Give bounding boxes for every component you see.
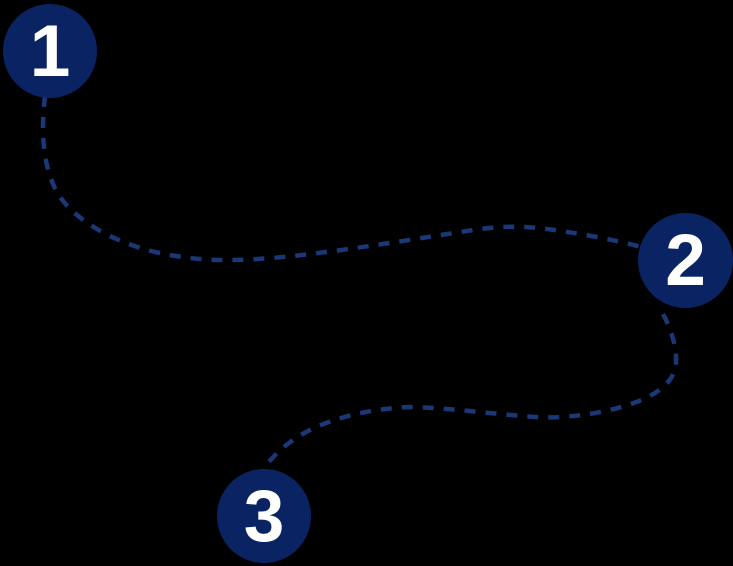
step-marker-3: 3 <box>217 469 311 563</box>
step-number-3: 3 <box>243 475 285 557</box>
step-number-2: 2 <box>665 220 706 301</box>
step-marker-1: 1 <box>3 4 97 98</box>
route-segment-step2-to-step3 <box>266 312 679 465</box>
step-number-1: 1 <box>29 10 71 92</box>
route-segment-step1-to-step2 <box>40 95 642 263</box>
step-marker-2: 2 <box>638 213 733 308</box>
